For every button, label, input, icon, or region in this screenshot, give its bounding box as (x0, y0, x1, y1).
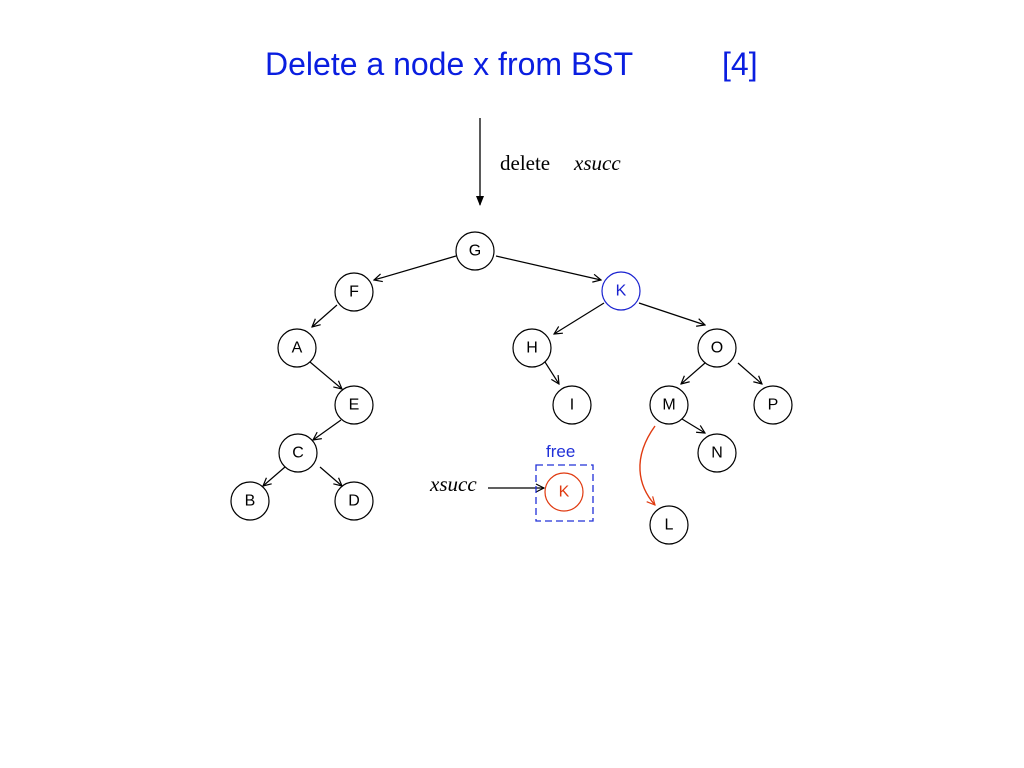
node-G: G (455, 231, 495, 271)
edge-O-P (737, 362, 762, 384)
node-M: M (649, 385, 689, 425)
node-O-label: O (711, 340, 723, 357)
edge-A-E (309, 361, 342, 389)
node-H-label: H (526, 340, 538, 357)
node-I-label: I (570, 397, 574, 414)
node-G-label: G (469, 243, 481, 260)
node-E-label: E (349, 397, 360, 414)
node-P-label: P (768, 397, 779, 414)
node-K-freed-label: K (559, 484, 570, 501)
edge-H-I (544, 361, 559, 384)
node-E: E (334, 385, 374, 425)
node-B: B (230, 481, 270, 521)
node-N: N (697, 433, 737, 473)
edge-G-F (374, 255, 457, 280)
edge-O-M (681, 362, 706, 384)
node-C-label: C (292, 445, 304, 462)
node-A: A (277, 328, 317, 368)
node-O: O (697, 328, 737, 368)
node-L: L (649, 505, 689, 545)
node-C: C (278, 433, 318, 473)
edge-C-B (263, 466, 286, 486)
node-N-label: N (711, 445, 723, 462)
node-M-label: M (662, 397, 675, 414)
node-K-label: K (616, 283, 627, 300)
node-L-label: L (665, 517, 674, 534)
node-D-label: D (348, 493, 360, 510)
edge-G-K (495, 255, 601, 280)
operation-variable: xsucc (573, 151, 621, 175)
slide-number: [4] (722, 46, 758, 82)
edge-K-O (638, 302, 705, 325)
node-A-label: A (292, 340, 303, 357)
node-F: F (334, 272, 374, 312)
title-text: Delete a node x from BST (265, 46, 634, 82)
edge-F-A (312, 304, 338, 327)
node-H: H (512, 328, 552, 368)
free-box (535, 464, 594, 522)
node-I: I (552, 385, 592, 425)
free-label: free (546, 442, 575, 461)
node-B-label: B (245, 493, 256, 510)
edge-C-D (319, 466, 342, 486)
pointer-label: xsucc (429, 472, 477, 496)
node-D: D (334, 481, 374, 521)
edge-M-N (681, 418, 705, 433)
node-K: K (601, 271, 641, 311)
node-P: P (753, 385, 793, 425)
node-K-freed: K (544, 472, 584, 512)
relink-arrow (639, 425, 655, 505)
node-F-label: F (349, 284, 359, 301)
edge-K-H (554, 302, 605, 334)
edge-E-C (313, 419, 342, 440)
operation-verb: delete (500, 151, 550, 175)
